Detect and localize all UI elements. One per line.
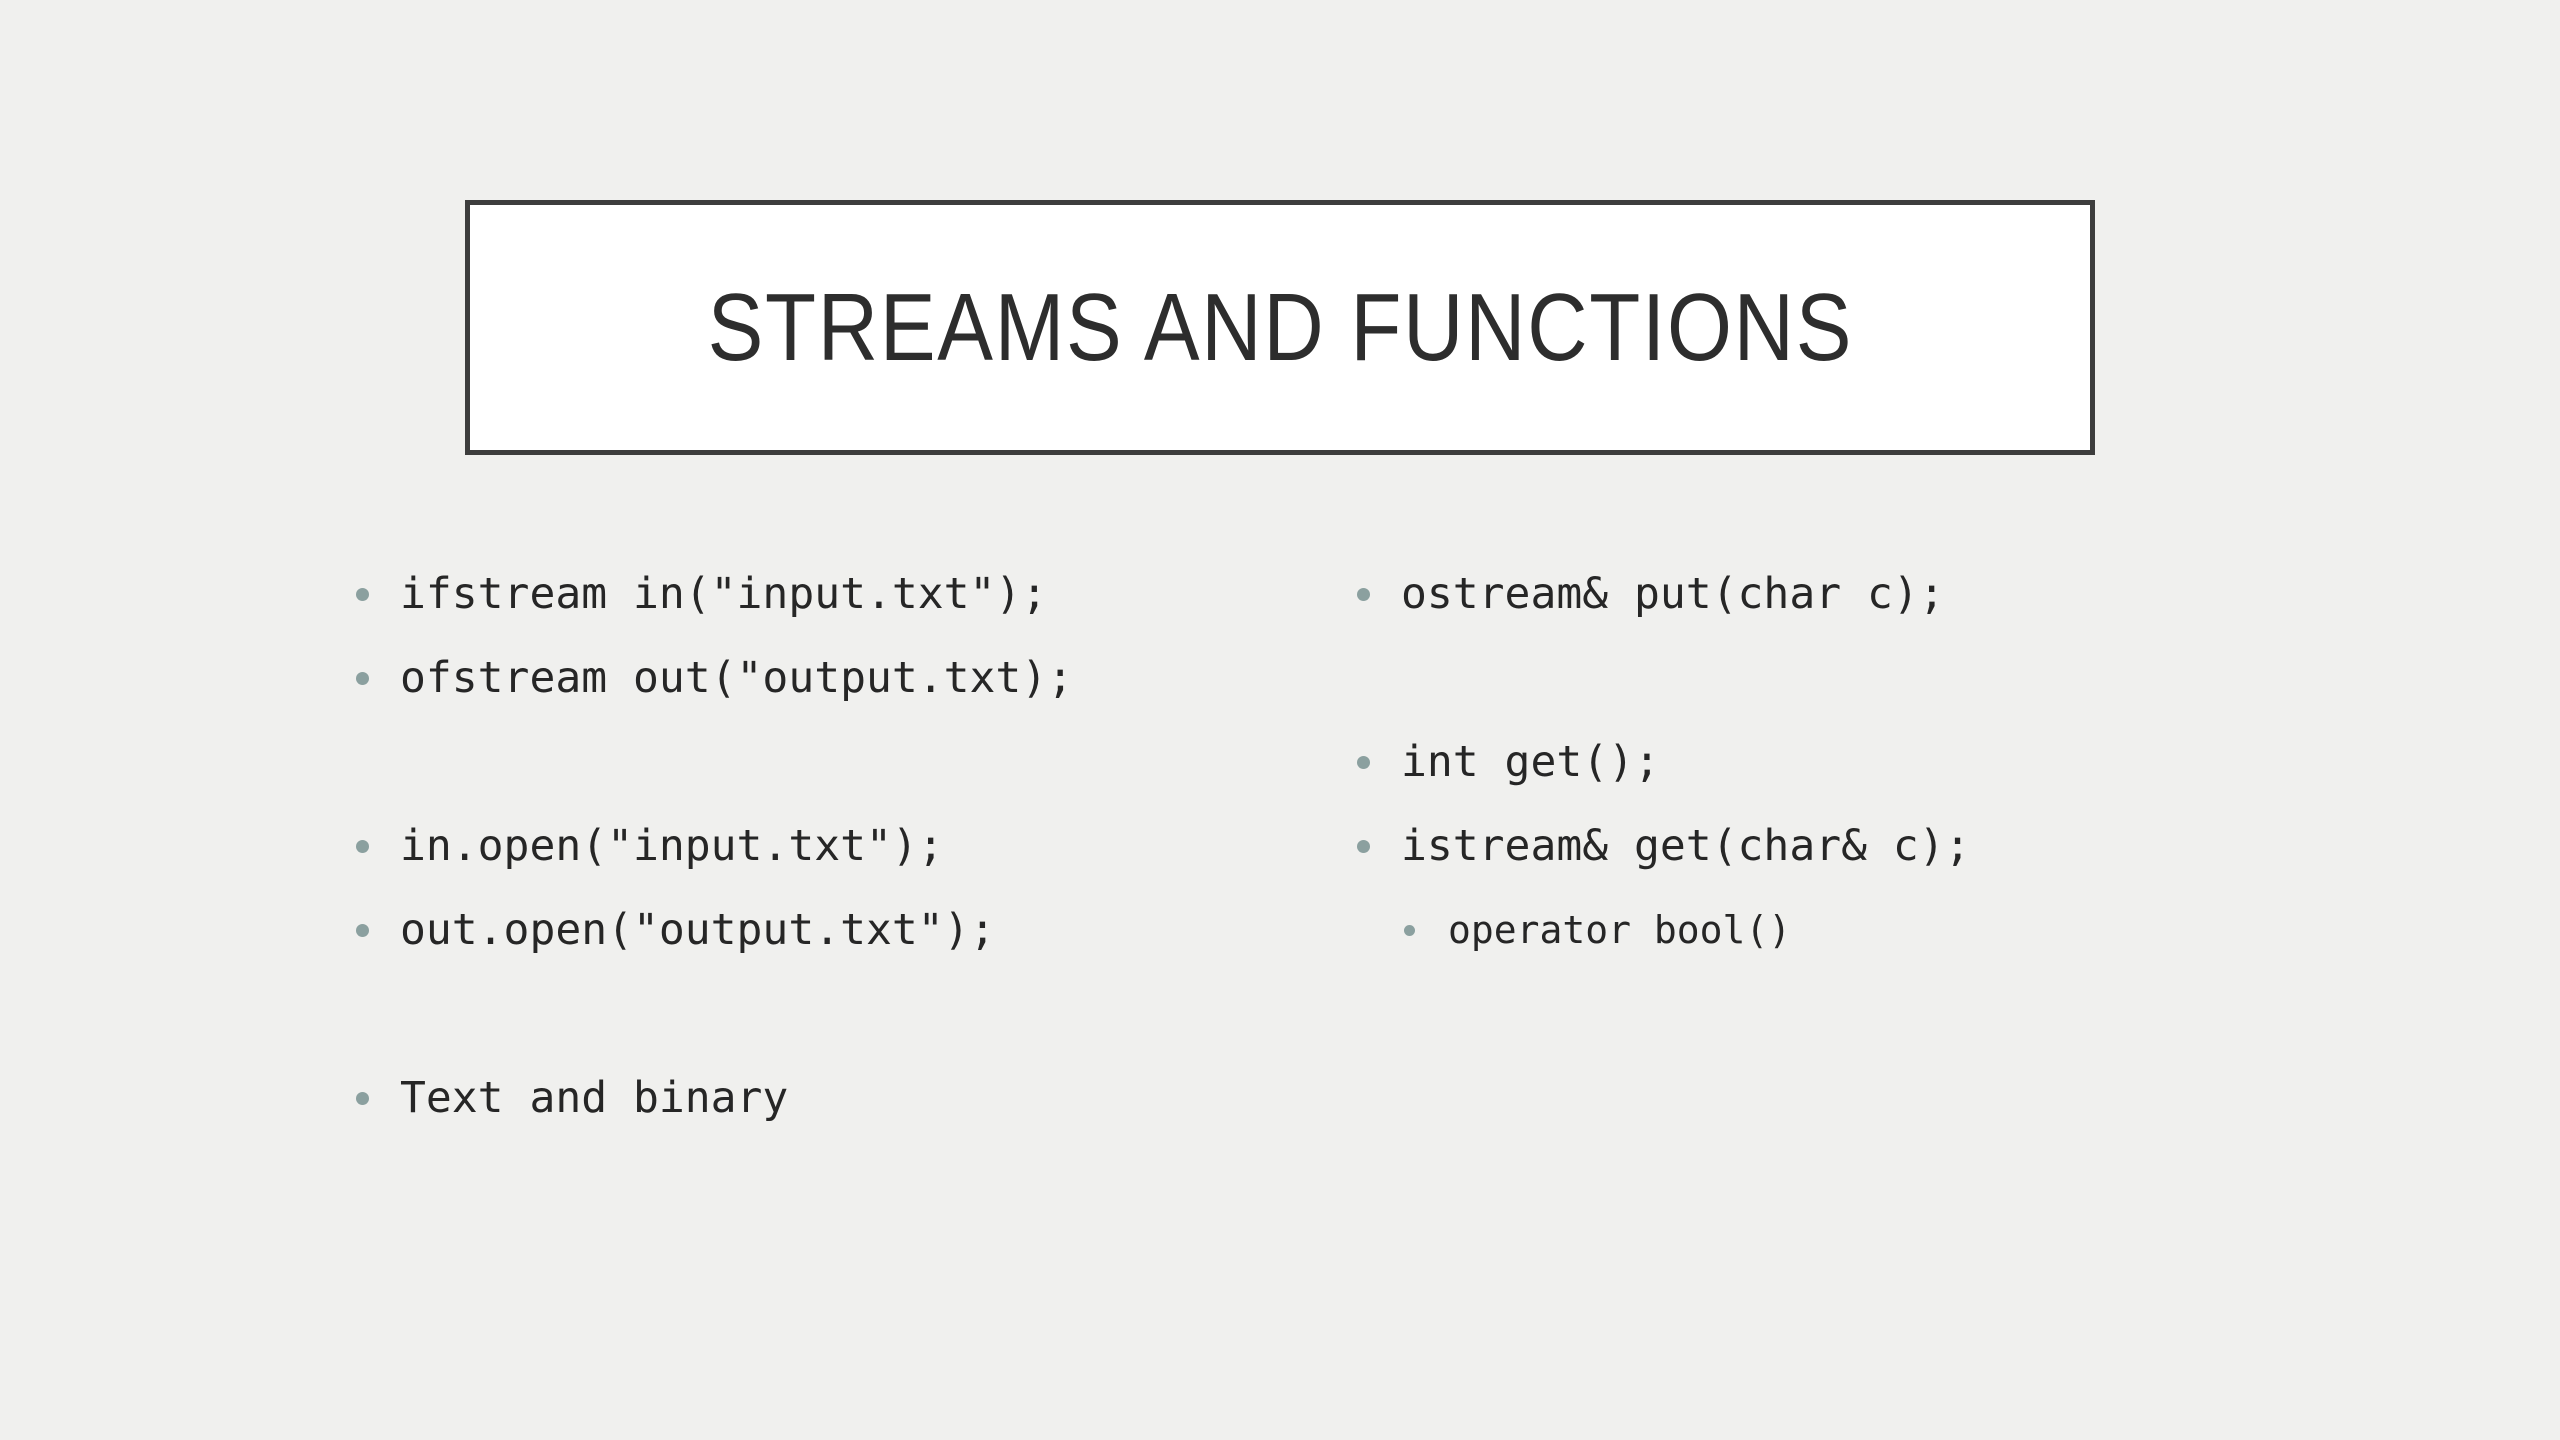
title-box: STREAMS AND FUNCTIONS	[465, 200, 2095, 455]
bullet-dot-icon	[356, 587, 369, 601]
bullet-item: ostream& put(char c);	[1357, 552, 2337, 636]
bullet-dot-icon	[1357, 839, 1370, 853]
code-line: ostream& put(char c);	[1401, 569, 1945, 619]
bullet-dot-icon	[356, 923, 369, 937]
bullet-item: out.open("output.txt");	[356, 888, 1316, 972]
bullet-item: istream& get(char& c);	[1357, 804, 2337, 888]
right-column: ostream& put(char c); int get(); istream…	[1357, 552, 2337, 972]
bullet-dot-icon	[1357, 587, 1370, 601]
code-line: int get();	[1401, 737, 1660, 787]
code-line: ifstream in("input.txt");	[400, 569, 1048, 619]
left-column: ifstream in("input.txt"); ofstream out("…	[356, 552, 1316, 1140]
blank-line	[1357, 636, 2337, 720]
bullet-dot-icon	[1404, 924, 1415, 936]
bullet-item: int get();	[1357, 720, 2337, 804]
code-line: out.open("output.txt");	[400, 905, 996, 955]
code-line: ofstream out("output.txt);	[400, 653, 1074, 703]
blank-line	[356, 972, 1316, 1056]
bullet-dot-icon	[356, 1091, 369, 1105]
blank-line	[356, 720, 1316, 804]
code-line: istream& get(char& c);	[1401, 821, 1971, 871]
bullet-item: ofstream out("output.txt);	[356, 636, 1316, 720]
bullet-dot-icon	[356, 839, 369, 853]
bullet-dot-icon	[1357, 755, 1370, 769]
code-line: in.open("input.txt");	[400, 821, 944, 871]
sub-bullet-item: operator bool()	[1404, 888, 2337, 972]
bullet-dot-icon	[356, 671, 369, 685]
code-line: Text and binary	[400, 1073, 789, 1123]
bullet-item: in.open("input.txt");	[356, 804, 1316, 888]
bullet-item: Text and binary	[356, 1056, 1316, 1140]
bullet-item: ifstream in("input.txt");	[356, 552, 1316, 636]
slide-title: STREAMS AND FUNCTIONS	[707, 273, 1853, 381]
code-line: operator bool()	[1448, 908, 1792, 952]
